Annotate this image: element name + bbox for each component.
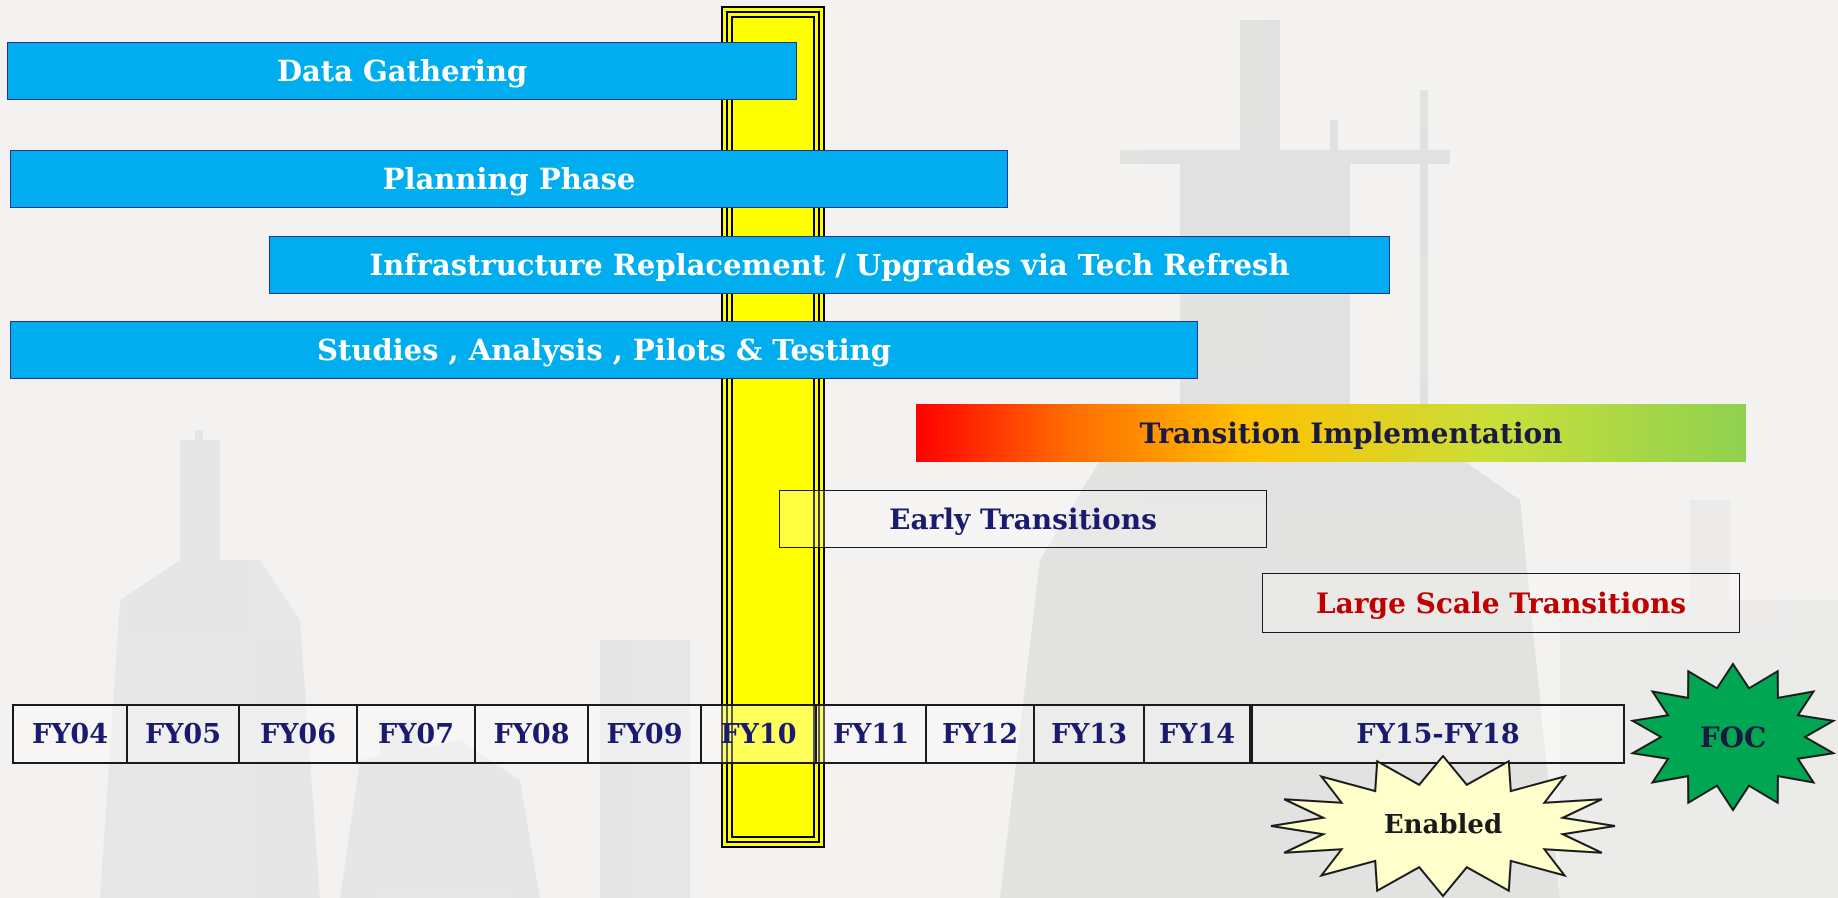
year-cell-fy04: FY04 [14, 706, 128, 762]
year-cell-fy07: FY07 [358, 706, 476, 762]
fiscal-year-timeline: FY04 FY05 FY06 FY07 FY08 FY09 FY10 FY11 … [12, 704, 1625, 764]
studies-label: Studies , Analysis , Pilots & Testing [316, 333, 892, 367]
enabled-burst-shape [1270, 755, 1616, 898]
enabled-label: Enabled [1383, 810, 1503, 840]
foc-label: FOC [1699, 720, 1767, 754]
year-cell-fy11: FY11 [817, 706, 927, 762]
year-cell-fy15-fy18: FY15-FY18 [1356, 718, 1520, 750]
year-cell-fy05: FY05 [128, 706, 240, 762]
transition-implementation-label: Transition Implementation [1139, 416, 1563, 450]
early-transitions-label: Early Transitions [889, 502, 1157, 536]
data-gathering-bar: Data Gathering [7, 42, 797, 100]
planning-phase-label: Planning Phase [382, 162, 636, 196]
year-cell-fy08: FY08 [476, 706, 589, 762]
early-transitions-box: Early Transitions [779, 490, 1267, 548]
transition-implementation-bar: Transition Implementation [916, 404, 1746, 462]
foc-burst-shape [1629, 662, 1837, 812]
infrastructure-label: Infrastructure Replacement / Upgrades vi… [369, 248, 1290, 282]
large-scale-transitions-label: Large Scale Transitions [1315, 586, 1687, 620]
studies-bar: Studies , Analysis , Pilots & Testing [10, 321, 1198, 379]
current-year-highlight [721, 6, 825, 848]
year-cell-fy13: FY13 [1035, 706, 1145, 762]
year-cell-fy06: FY06 [240, 706, 358, 762]
year-cell-fy10: FY10 [702, 706, 817, 762]
year-cell-fy09: FY09 [589, 706, 702, 762]
year-cell-fy12: FY12 [927, 706, 1035, 762]
year-cell-fy14: FY14 [1145, 706, 1253, 762]
infrastructure-bar: Infrastructure Replacement / Upgrades vi… [269, 236, 1390, 294]
data-gathering-label: Data Gathering [276, 54, 528, 88]
planning-phase-bar: Planning Phase [10, 150, 1008, 208]
large-scale-transitions-box: Large Scale Transitions [1262, 573, 1740, 633]
